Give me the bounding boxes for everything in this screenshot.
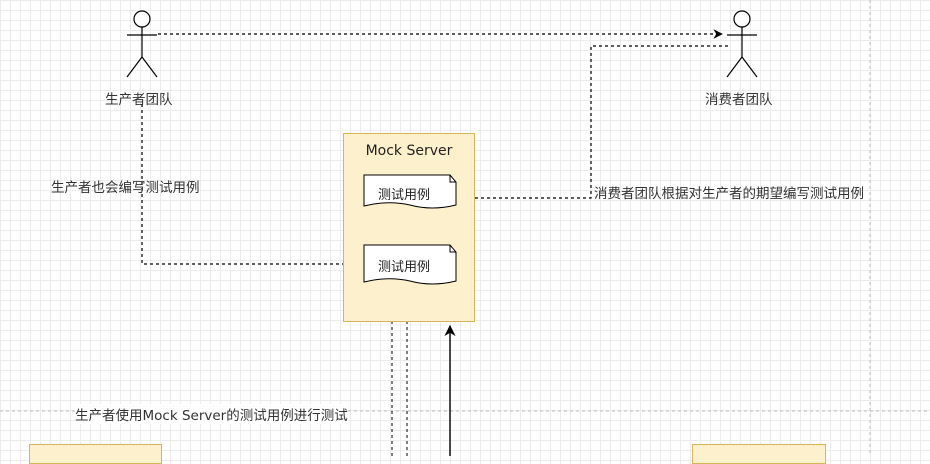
consumer-team-label: 消费者团队 xyxy=(705,92,773,108)
producer-actor-icon[interactable] xyxy=(126,10,158,78)
consumer-writes-note: 消费者团队根据对生产者的期望编写测试用例 xyxy=(594,186,864,202)
producer-uses-note: 生产者使用Mock Server的测试用例进行测试 xyxy=(75,404,348,424)
producer-to-doc-arrow[interactable] xyxy=(141,104,363,269)
consumer-to-doc-arrow[interactable] xyxy=(455,45,728,203)
producer-team-label: 生产者团队 xyxy=(105,92,173,108)
mock-server-box[interactable]: Mock Server xyxy=(343,133,475,322)
producer-writes-note: 生产者也会编写测试用例 xyxy=(51,180,200,196)
bottom-right-box[interactable] xyxy=(692,444,826,464)
test-case-doc-bottom-label: 测试用例 xyxy=(378,260,431,275)
consumer-actor-icon[interactable] xyxy=(726,10,758,78)
test-case-doc-top-label: 测试用例 xyxy=(378,188,431,203)
test-case-doc-bottom[interactable] xyxy=(360,243,460,289)
bottom-left-box[interactable] xyxy=(29,444,162,464)
test-case-doc-top[interactable] xyxy=(360,173,460,213)
mock-server-title: Mock Server xyxy=(365,143,453,159)
